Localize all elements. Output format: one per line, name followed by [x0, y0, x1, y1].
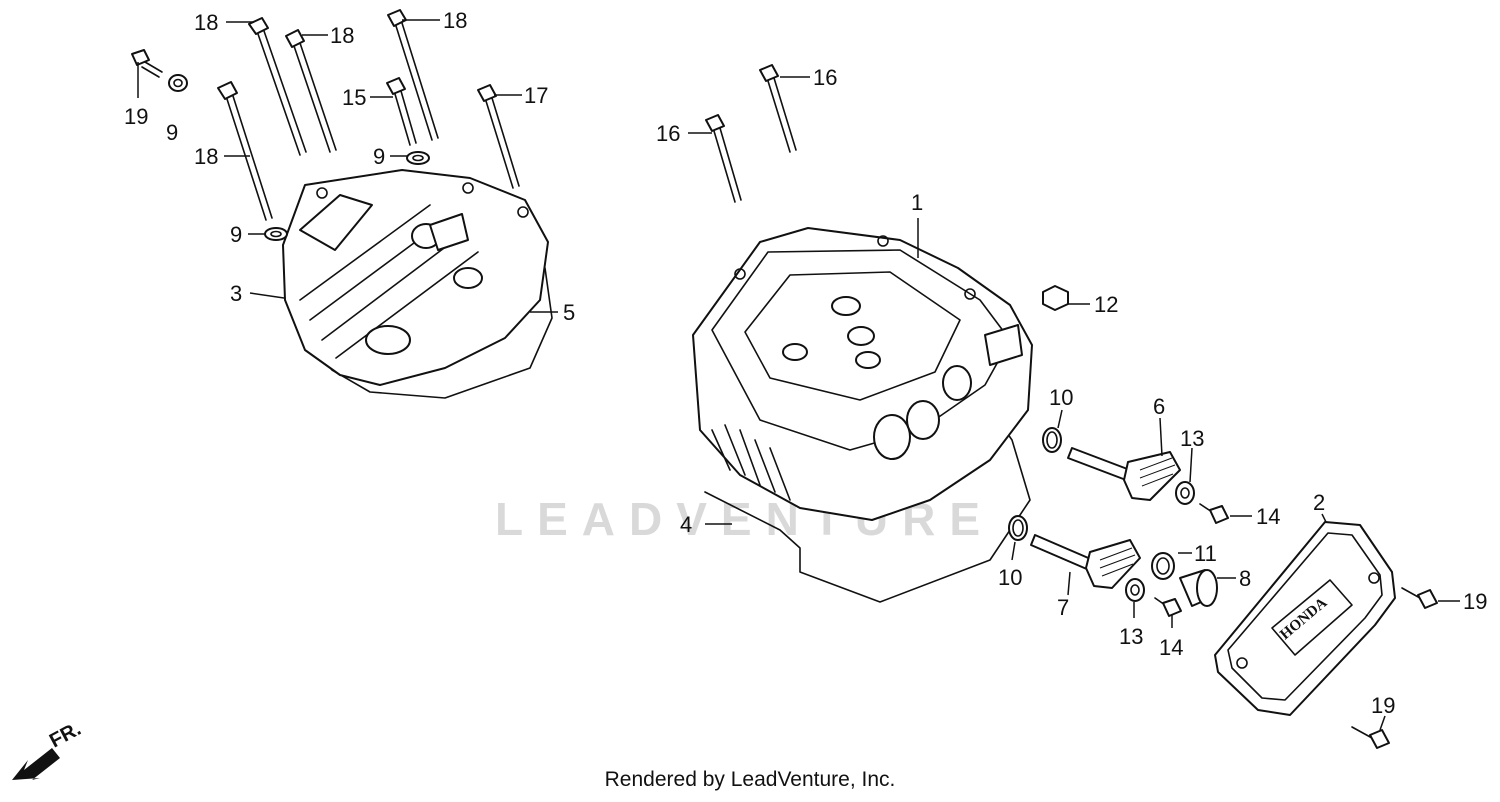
callout-18-a: 18 [194, 10, 218, 35]
callout-18-d: 18 [194, 144, 218, 169]
callout-10-a: 10 [1049, 385, 1073, 410]
callout-1: 1 [911, 190, 923, 215]
bolt-17[interactable] [477, 84, 520, 189]
callout-11: 11 [1194, 541, 1217, 566]
adjuster-6[interactable] [1067, 447, 1181, 501]
callout-5: 5 [563, 300, 575, 325]
adjuster-7[interactable] [1030, 534, 1141, 589]
footer-credit: Rendered by LeadVenture, Inc. [604, 768, 896, 791]
side-cover[interactable]: HONDA [1214, 521, 1396, 716]
plug-8[interactable] [1179, 569, 1218, 607]
fr-label: FR. [46, 718, 85, 753]
callout-10-b: 10 [998, 565, 1022, 590]
callouts: 18 18 18 19 9 15 17 9 18 9 3 5 16 16 1 1… [124, 8, 1487, 731]
bolt-18-d[interactable] [217, 81, 273, 221]
o-ring-10-upper[interactable] [1042, 427, 1062, 453]
bolt-14-lower[interactable] [1154, 597, 1182, 617]
callout-19-left: 19 [124, 104, 148, 129]
callout-14-b: 14 [1159, 635, 1183, 660]
nut-12[interactable] [1042, 285, 1069, 311]
callout-8: 8 [1239, 566, 1251, 591]
callout-12: 12 [1094, 292, 1118, 317]
bolt-18-a[interactable] [248, 17, 307, 156]
callout-17: 17 [524, 83, 548, 108]
bolt-18-c[interactable] [387, 9, 439, 141]
callout-14-a: 14 [1256, 504, 1280, 529]
head-gasket [704, 429, 1031, 603]
washer-13-upper[interactable] [1175, 481, 1195, 505]
callout-9-a: 9 [166, 120, 178, 145]
callout-16-a: 16 [813, 65, 837, 90]
washer-9-b[interactable] [406, 151, 430, 165]
washer-9-c[interactable] [264, 227, 288, 241]
washer-13-lower[interactable] [1125, 578, 1145, 602]
bolt-19-right[interactable] [1401, 587, 1438, 609]
callout-7: 7 [1057, 595, 1069, 620]
bolt-19-bottom[interactable] [1351, 726, 1390, 749]
callout-13-a: 13 [1180, 426, 1204, 451]
bolt-14-upper[interactable] [1199, 503, 1229, 524]
o-ring-10-lower[interactable] [1008, 515, 1028, 541]
bolt-16-a[interactable] [759, 64, 797, 153]
cylinder-head[interactable] [692, 227, 1033, 603]
bolt-15[interactable] [386, 77, 417, 146]
callout-3: 3 [230, 281, 242, 306]
callout-16-b: 16 [656, 121, 680, 146]
bolt-19-left[interactable] [131, 49, 163, 78]
callout-19-bottom: 19 [1371, 693, 1395, 718]
callout-18-b: 18 [330, 23, 354, 48]
o-ring-11[interactable] [1151, 552, 1175, 580]
bolt-16-b[interactable] [705, 114, 742, 203]
washer-9-a[interactable] [168, 74, 188, 92]
callout-9-b: 9 [373, 144, 385, 169]
callout-9-c: 9 [230, 222, 242, 247]
callout-6: 6 [1153, 394, 1165, 419]
callout-4: 4 [680, 512, 692, 537]
bolt-18-b[interactable] [285, 29, 337, 153]
callout-2: 2 [1313, 490, 1325, 515]
callout-18-c: 18 [443, 8, 467, 33]
callout-19-right: 19 [1463, 589, 1487, 614]
callout-13-b: 13 [1119, 624, 1143, 649]
callout-15: 15 [342, 85, 366, 110]
cylinder-head-cover[interactable] [282, 169, 553, 399]
